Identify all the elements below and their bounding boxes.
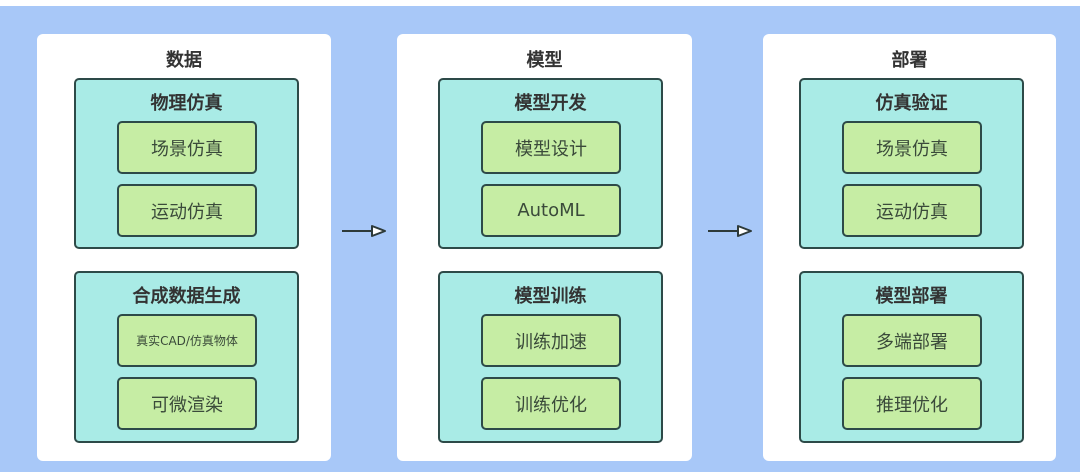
group-title: 模型部署 (875, 286, 948, 307)
group-model-training: 模型训练 训练加速 训练优化 (438, 271, 663, 443)
group-title: 合成数据生成 (132, 286, 241, 307)
group-model-deployment: 模型部署 多端部署 推理优化 (799, 271, 1024, 443)
stage-panel-deployment: 部署 仿真验证 场景仿真 运动仿真 模型部署 多端部署 推理优化 (763, 34, 1056, 461)
item-scene-simulation: 场景仿真 (842, 121, 982, 174)
item-training-optimization: 训练优化 (481, 377, 621, 430)
stage-panel-data: 数据 物理仿真 场景仿真 运动仿真 合成数据生成 真实CAD/仿真物体 可微渲染 (37, 34, 331, 461)
item-motion-simulation: 运动仿真 (117, 184, 257, 237)
stage-title: 部署 (891, 50, 928, 71)
item-scene-simulation: 场景仿真 (117, 121, 257, 174)
item-inference-optimization: 推理优化 (842, 377, 982, 430)
group-title: 模型开发 (514, 93, 587, 114)
stage-title: 模型 (526, 50, 563, 71)
group-title: 模型训练 (514, 286, 587, 307)
group-physical-simulation: 物理仿真 场景仿真 运动仿真 (74, 78, 299, 249)
item-differentiable-rendering: 可微渲染 (117, 377, 257, 430)
diagram-canvas: 数据 物理仿真 场景仿真 运动仿真 合成数据生成 真实CAD/仿真物体 可微渲染… (0, 6, 1080, 472)
item-real-cad-sim-objects: 真实CAD/仿真物体 (117, 314, 257, 367)
item-model-design: 模型设计 (481, 121, 621, 174)
stage-title: 数据 (166, 50, 202, 71)
stage-panel-model: 模型 模型开发 模型设计 AutoML 模型训练 训练加速 训练优化 (397, 34, 692, 461)
item-motion-simulation: 运动仿真 (842, 184, 982, 237)
item-automl: AutoML (481, 184, 621, 237)
group-synthetic-data-generation: 合成数据生成 真实CAD/仿真物体 可微渲染 (74, 271, 299, 443)
group-title: 物理仿真 (150, 93, 223, 114)
item-training-acceleration: 训练加速 (481, 314, 621, 367)
arrow-right-icon (708, 225, 752, 237)
group-title: 仿真验证 (875, 93, 948, 114)
group-model-development: 模型开发 模型设计 AutoML (438, 78, 663, 249)
group-simulation-validation: 仿真验证 场景仿真 运动仿真 (799, 78, 1024, 249)
arrow-right-icon (342, 225, 386, 237)
item-multi-platform-deployment: 多端部署 (842, 314, 982, 367)
